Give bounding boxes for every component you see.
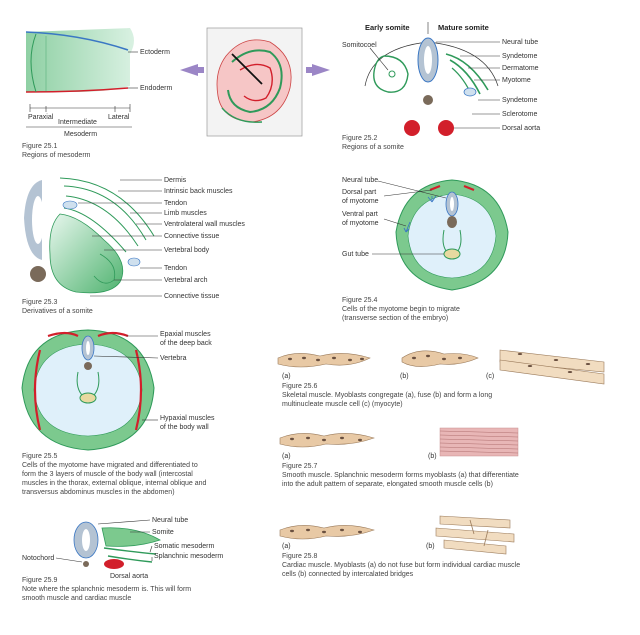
fig-25-4-myotome-migration: Neural tube Dorsal part of myotome Ventr… (342, 177, 509, 322)
fig-25-6-skeletal-muscle: (a) (b) (c) Figure 25.6 Skeletal muscle.… (277, 349, 605, 408)
epaxial-label-line2: of the deep back (160, 340, 212, 347)
connective-tissue2-label: Connective tissue (164, 293, 219, 300)
dorsal-aorta-label: Dorsal aorta (110, 573, 148, 580)
fig9-caption-line2: smooth muscle and cardiac muscle (22, 595, 131, 602)
of-myotome2-label: of myotome (342, 220, 379, 227)
ventrolateral-wall-muscles-label: Ventrolateral wall muscles (164, 221, 245, 228)
fig3-labels: Dermis Intrinsic back muscles Tendon Lim… (78, 177, 245, 300)
fig9-caption-number: Figure 25.9 (22, 577, 58, 584)
dorsal-part-label: Dorsal part (342, 189, 376, 196)
fig-25-2-somite-regions: Early somite Mature somite Somitocoel Ne… (342, 22, 540, 151)
ventral-part-label: Ventral part (342, 211, 378, 218)
fig-25-9-splanchnic-mesoderm: Neural tube Somite Somatic mesoderm Spla… (22, 517, 223, 602)
epaxial-label-line1: Epaxial muscles (160, 331, 211, 338)
paraxial-label: Paraxial (28, 114, 54, 121)
label-a: (a) (282, 373, 291, 380)
fig5-caption-number: Figure 25.5 (22, 453, 58, 460)
tendon2-label: Tendon (164, 265, 187, 272)
ectoderm-label: Ectoderm (140, 49, 170, 56)
fig1-caption-number: Figure 25.1 (22, 143, 58, 150)
fig7-caption-line2: into the adult pattern of separate, elon… (282, 481, 493, 488)
fig5-caption-line2: form the 3 layers of muscle of the body … (22, 471, 193, 478)
fig5-caption-line1: Cells of the myotome have migrated and d… (22, 462, 198, 469)
label-b: (b) (400, 373, 409, 380)
splanchnic-mesoderm-label: Splanchnic mesoderm (154, 553, 223, 560)
syndetome-label: Syndetome (502, 53, 538, 60)
label-b: (b) (428, 453, 437, 460)
vertebral-arch-label: Vertebral arch (164, 277, 208, 284)
of-myotome-label: of myotome (342, 198, 379, 205)
somite-label: Somite (152, 529, 174, 536)
fig-25-8-cardiac-muscle: (a) (b) Figure 25.8 Cardiac muscle. Myob… (279, 515, 520, 578)
label-a: (a) (282, 453, 291, 460)
tendon-label: Tendon (164, 200, 187, 207)
gut-tube-label: Gut tube (342, 251, 369, 258)
fig6-caption-line2: multinucleate muscle cell (c) (myocyte) (282, 401, 403, 408)
notochord-label: Notochord (22, 555, 54, 562)
fig9-labels: Neural tube Somite Somatic mesoderm Spla… (22, 517, 223, 580)
intermediate-label: Intermediate (58, 119, 97, 126)
fig4-caption-line1: Cells of the myotome begin to migrate (342, 306, 460, 313)
vertebral-body-label: Vertebral body (164, 247, 210, 254)
fig7-caption-line1: Smooth muscle. Splanchnic mesoderm forms… (282, 472, 519, 479)
fig9-caption-line1: Note where the splanchnic mesoderm is. T… (22, 586, 191, 593)
mature-somite-label: Mature somite (438, 23, 489, 32)
fig7-caption-number: Figure 25.7 (282, 463, 318, 470)
dermis-label: Dermis (164, 177, 187, 184)
dorsal-aorta-label: Dorsal aorta (502, 125, 540, 132)
fig8-caption-number: Figure 25.8 (282, 553, 318, 560)
vertebra-label: Vertebra (160, 355, 187, 362)
fig2-caption-number: Figure 25.2 (342, 135, 378, 142)
fig4-labels: Neural tube Dorsal part of myotome Ventr… (342, 177, 447, 258)
fig-25-5-migrated-myotome: Epaxial muscles of the deep back Vertebr… (21, 329, 215, 496)
neural-tube-label: Neural tube (342, 177, 378, 184)
hypaxial-label-line2: of the body wall (160, 424, 209, 431)
fig3-caption-number: Figure 25.3 (22, 299, 58, 306)
limb-muscles-label: Limb muscles (164, 210, 207, 217)
fig8-caption-line2: cells (b) connected by intercalated brid… (282, 571, 414, 578)
neural-tube-label: Neural tube (502, 39, 538, 46)
fig-25-3-somite-derivatives: Dermis Intrinsic back muscles Tendon Lim… (22, 177, 245, 315)
label-b: (b) (426, 543, 435, 550)
fig4-caption-line2: (transverse section of the embryo) (342, 315, 448, 322)
neural-tube-label: Neural tube (152, 517, 188, 524)
early-somite-label: Early somite (365, 23, 410, 32)
label-a: (a) (282, 543, 291, 550)
dermatome-label: Dermatome (502, 65, 539, 72)
syndetome2-label: Syndetome (502, 97, 538, 104)
fig3-caption-text: Derivatives of a somite (22, 308, 93, 315)
fig8-caption-line1: Cardiac muscle. Myoblasts (a) do not fus… (282, 562, 520, 569)
connective-tissue-label: Connective tissue (164, 233, 219, 240)
fig6-caption-number: Figure 25.6 (282, 383, 318, 390)
somatic-mesoderm-label: Somatic mesoderm (154, 543, 214, 550)
hypaxial-label-line1: Hypaxial muscles (160, 415, 215, 422)
intrinsic-back-muscles-label: Intrinsic back muscles (164, 188, 233, 195)
embryo-overview (180, 27, 330, 137)
sclerotome-label: Sclerotome (502, 111, 538, 118)
fig-25-7-smooth-muscle: (a) (b) Figure 25.7 Smooth muscle. Splan… (279, 427, 519, 488)
fig2-caption-text: Regions of a somite (342, 144, 404, 151)
endoderm-label: Endoderm (140, 85, 172, 92)
fig-25-1-mesoderm-regions: Ectoderm Endoderm Paraxial Intermediate … (22, 28, 172, 159)
lateral-label: Lateral (108, 114, 130, 121)
fig5-caption-line3: muscles in the thorax, external oblique,… (22, 480, 207, 487)
fig2-right-labels: Neural tube Syndetome Dermatome Myotome … (436, 39, 540, 132)
somitocoel-label: Somitocoel (342, 42, 377, 49)
fig6-caption-line1: Skeletal muscle. Myoblasts congregate (a… (282, 392, 492, 399)
fig1-caption-text: Regions of mesoderm (22, 152, 91, 159)
label-c: (c) (486, 373, 494, 380)
myotome-label: Myotome (502, 77, 531, 84)
fig4-caption-number: Figure 25.4 (342, 297, 378, 304)
mesoderm-label: Mesoderm (64, 131, 97, 138)
fig5-caption-line4: transversus abdominus muscles in the abd… (22, 489, 175, 496)
fig5-labels: Epaxial muscles of the deep back Vertebr… (93, 331, 215, 431)
